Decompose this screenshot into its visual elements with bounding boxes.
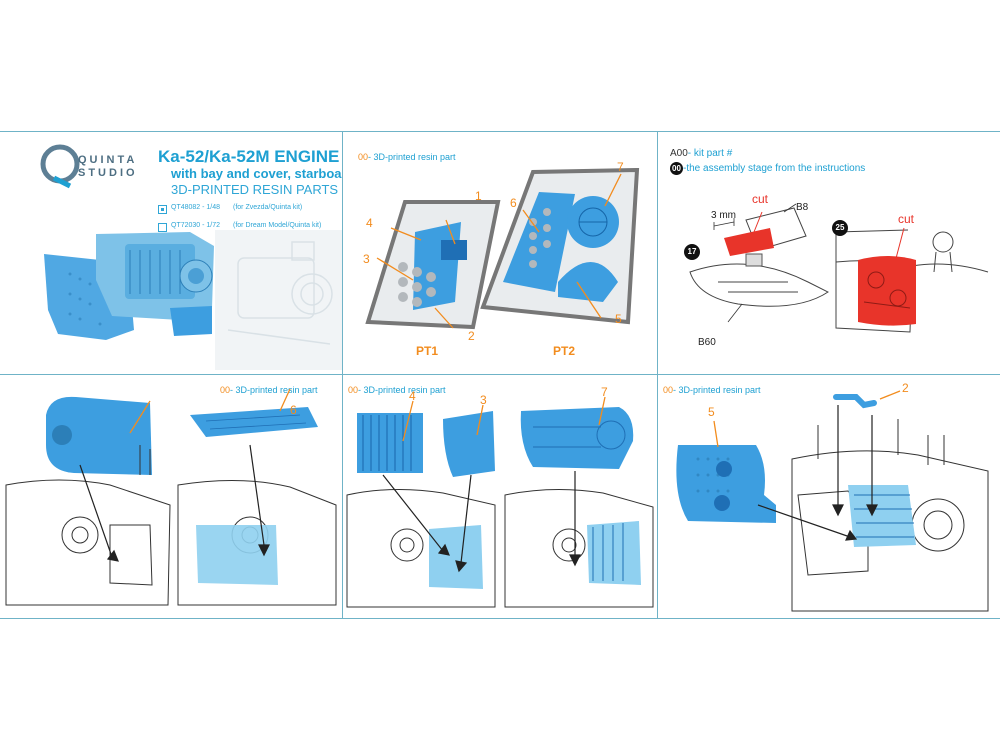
divider — [657, 131, 658, 619]
brand-line1: QUINTA — [78, 154, 138, 166]
callout-5: 5 — [615, 312, 622, 326]
part-label-b60: B60 — [698, 337, 716, 348]
product-code: QT72030 - 1/72 — [171, 222, 221, 229]
stage-badge-icon: 00 — [670, 162, 683, 175]
quinta-logo-icon — [40, 144, 80, 189]
resin-legend: 00- 3D-printed resin part — [348, 385, 446, 395]
step-panel-engine: 00- 3D-printed resin part — [343, 375, 657, 618]
callout-2: 2 — [468, 329, 475, 343]
product-kit: (for Zvezda/Quinta kit) — [233, 204, 303, 211]
instruction-sheet: QUINTA STUDIO Ka-52/Ka-52M ENGINE with b… — [0, 131, 1000, 619]
kit-cut-illustration — [684, 203, 989, 333]
callout-7: 7 — [617, 160, 624, 174]
dimension-label: 3 mm — [711, 210, 736, 221]
stage-legend: 00-the assembly stage from the instructi… — [670, 162, 865, 175]
resin-legend: 00- 3D-printed resin part — [663, 385, 761, 395]
resin-parts-panel: 00- 3D-printed resin part — [343, 132, 657, 374]
stage-badge-25: 25 — [835, 223, 845, 232]
divider — [0, 131, 1000, 132]
callout-2: 2 — [902, 381, 909, 395]
callout-1: 1 — [475, 189, 482, 203]
product-kit: (for Dream Model/Quinta kit) — [233, 222, 322, 229]
checkbox-unchecked[interactable] — [158, 223, 167, 232]
kit-legend: A00- kit part # — [670, 148, 733, 159]
callout-3: 3 — [480, 393, 487, 407]
product-row[interactable]: QT72030 - 1/72 (for Dream Model/Quinta k… — [158, 220, 338, 238]
callout-7: 7 — [601, 385, 608, 399]
product-list: QT48082 - 1/48 (for Zvezda/Quinta kit) Q… — [158, 202, 338, 238]
product-row[interactable]: QT48082 - 1/48 (for Zvezda/Quinta kit) — [158, 202, 338, 220]
divider — [342, 131, 343, 619]
parts-tree-illustration — [365, 167, 640, 330]
callout-3: 3 — [363, 252, 370, 266]
product-code: QT48082 - 1/48 — [171, 204, 221, 211]
callout-6: 6 — [510, 196, 517, 210]
callout-4: 4 — [409, 389, 416, 403]
parts-group-label: PT2 — [553, 344, 576, 358]
title-panel: QUINTA STUDIO Ka-52/Ka-52M ENGINE with b… — [0, 132, 342, 374]
cut-label: cut — [898, 212, 915, 226]
engine-render-illustration — [44, 230, 342, 370]
assembly-step-illustration — [676, 390, 989, 612]
parts-group-label: PT1 — [416, 344, 439, 358]
step-panel-bay: 00- 3D-printed resin part — [0, 375, 342, 618]
cut-label: cut — [752, 192, 769, 206]
kit-modification-panel: A00- kit part # 00-the assembly stage fr… — [658, 132, 1000, 374]
callout-5: 5 — [708, 405, 715, 419]
stage-badge-17: 17 — [687, 247, 697, 256]
part-label-b8: B8 — [796, 202, 809, 213]
category-label: 3D-PRINTED RESIN PARTS — [171, 182, 339, 197]
callout-6: 6 — [290, 403, 297, 417]
assembly-step-illustration — [5, 388, 337, 606]
resin-legend: 00- 3D-printed resin part — [220, 385, 318, 395]
divider — [0, 374, 1000, 375]
callout-4: 4 — [366, 216, 373, 230]
step-panel-cover: 00- 3D-printed resin part — [658, 375, 1000, 618]
page-title: Ka-52/Ka-52M ENGINE — [158, 147, 340, 166]
divider — [0, 618, 1000, 619]
assembly-step-illustration — [346, 396, 654, 608]
checkbox-checked[interactable] — [158, 205, 167, 214]
page-subtitle: with bay and cover, starboard — [171, 166, 342, 181]
resin-legend: 00- 3D-printed resin part — [358, 152, 456, 162]
brand-line2: STUDIO — [78, 167, 138, 179]
